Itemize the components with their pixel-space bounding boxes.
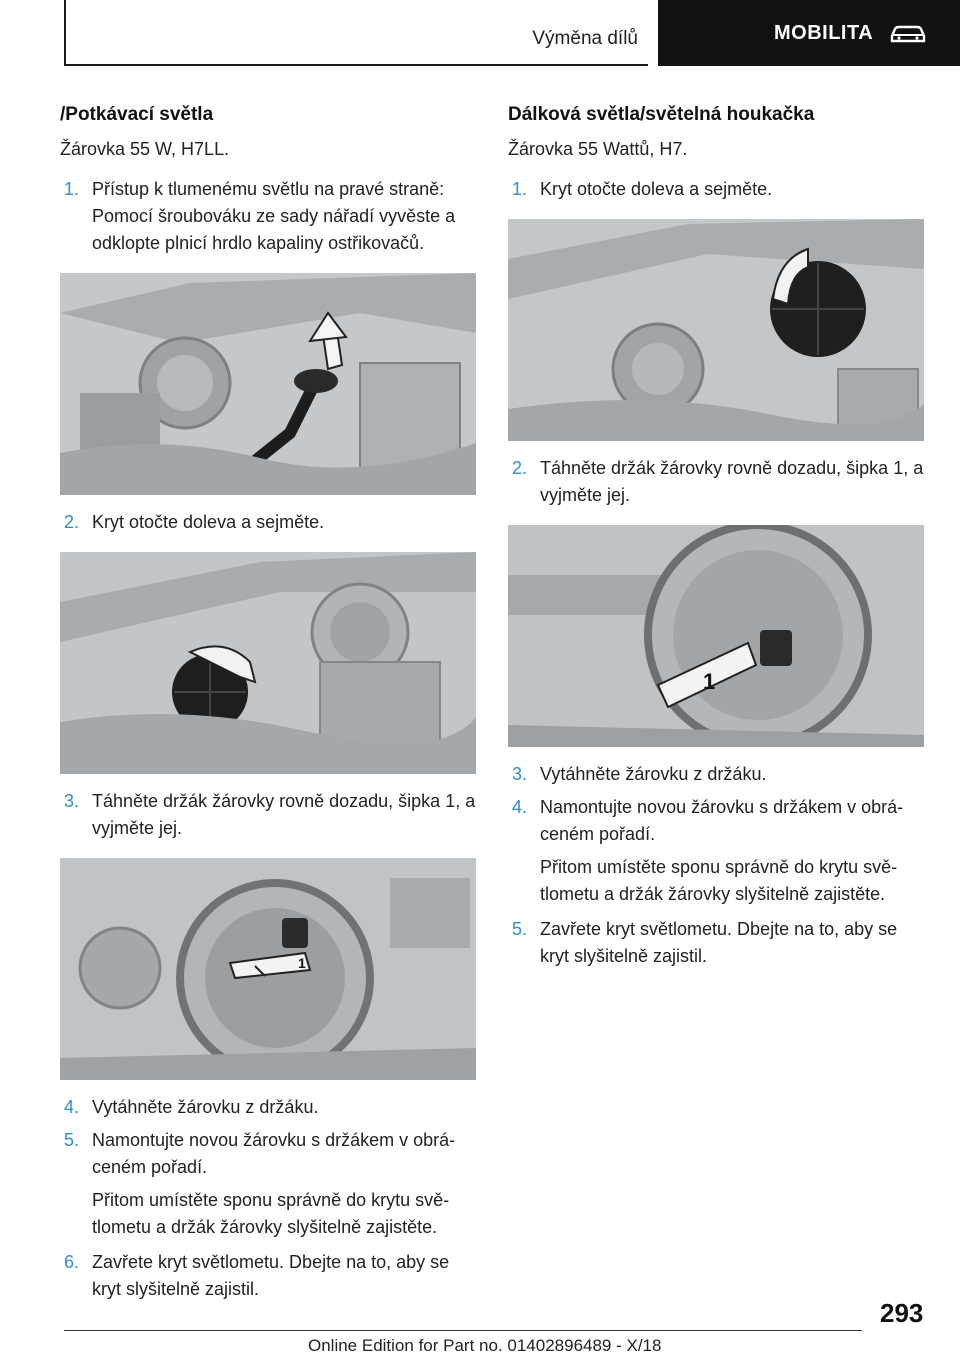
step-number: 2. xyxy=(64,512,80,532)
footer-rule xyxy=(64,1330,862,1331)
header-rule xyxy=(64,64,648,66)
photo-high-beam-cover xyxy=(508,219,924,441)
step-text: Vytáhněte žárovku z držáku. xyxy=(92,1097,319,1117)
step-text: Zavřete kryt světlometu. Dbejte na to, a… xyxy=(92,1252,450,1299)
list-item: 5. Zavřete kryt světlometu. Dbejte na to… xyxy=(508,916,924,970)
photo-cover-rotate xyxy=(60,552,476,774)
photo-arrow-label: 1 xyxy=(703,669,715,694)
list-item: 1. Přístup k tlumenému světlu na pravé s… xyxy=(60,176,476,257)
photo-arrow-label: 1 xyxy=(298,955,306,971)
step-note: Přitom umístěte sponu správně do krytu s… xyxy=(540,857,898,904)
list-item: 3. Táhněte držák žárovky rovně dozadu, š… xyxy=(60,788,476,842)
photo-bulb-holder: 1 xyxy=(60,858,476,1080)
step-number: 1. xyxy=(512,179,528,199)
photo-high-beam-holder: 1 xyxy=(508,525,924,747)
list-item: 5. Namontujte novou žárovku s držákem v … xyxy=(60,1127,476,1181)
step-text: Zavřete kryt světlometu. Dbejte na to, a… xyxy=(540,919,898,966)
low-beam-spec: Žárovka 55 W, H7LL. xyxy=(60,139,230,159)
high-beam-heading: Dálková světla/světelná houkačka xyxy=(508,104,815,125)
list-item: 1. Kryt otočte doleva a sejměte. xyxy=(508,176,924,203)
low-beam-heading: /Potkávací světla xyxy=(60,104,214,125)
edition-text: Online Edition for Part no. 01402896489 … xyxy=(308,1336,662,1355)
step-number: 1. xyxy=(64,179,80,199)
section-title: Výměna dílů xyxy=(532,28,638,49)
step-number: 4. xyxy=(64,1097,80,1117)
right-column: Dálková světla/světelná houkačka Žárovka… xyxy=(508,102,924,976)
step-text: Vytáhněte žárovku z držáku. xyxy=(540,764,767,784)
step-text: Táhněte držák žárovky rovně dozadu, šipk… xyxy=(92,791,476,838)
left-column: /Potkávací světla Žárovka 55 W, H7LL. 1.… xyxy=(60,102,476,1309)
mobility-tab[interactable]: MOBILITA xyxy=(658,0,960,66)
step-text: Přístup k tlumenému světlu na pravé stra… xyxy=(92,179,456,253)
list-item: 2. Táhněte držák žárovky rovně dozadu, š… xyxy=(508,455,924,509)
mobility-tab-label: MOBILITA xyxy=(774,21,874,44)
step-number: 3. xyxy=(512,764,528,784)
high-beam-spec: Žárovka 55 Wattů, H7. xyxy=(508,139,688,159)
step-text: Kryt otočte doleva a sejměte. xyxy=(540,179,773,199)
step-text: Namontujte novou žárovku s držákem v obr… xyxy=(92,1130,456,1177)
step-number: 5. xyxy=(64,1130,80,1150)
list-item: 3. Vytáhněte žárovku z držáku. xyxy=(508,761,924,788)
step-note: Přitom umístěte sponu správně do krytu s… xyxy=(92,1190,450,1237)
step-number: 6. xyxy=(64,1252,80,1272)
step-number: 3. xyxy=(64,791,80,811)
step-number: 4. xyxy=(512,797,528,817)
page-number: 293 xyxy=(880,1298,924,1328)
list-item: 2. Kryt otočte doleva a sejměte. xyxy=(60,509,476,536)
step-text: Namontujte novou žárovku s držákem v obr… xyxy=(540,797,904,844)
photo-washer-filler xyxy=(60,273,476,495)
step-text: Kryt otočte doleva a sejměte. xyxy=(92,512,325,532)
step-number: 2. xyxy=(512,458,528,478)
list-item: 4. Namontujte novou žárovku s držákem v … xyxy=(508,794,924,848)
car-icon xyxy=(889,22,927,44)
list-item: 4. Vytáhněte žárovku z držáku. xyxy=(60,1094,476,1121)
list-item: 6. Zavřete kryt světlometu. Dbejte na to… xyxy=(60,1249,476,1303)
step-text: Táhněte držák žárovky rovně dozadu, šipk… xyxy=(540,458,924,505)
header-border xyxy=(64,0,66,66)
step-number: 5. xyxy=(512,919,528,939)
